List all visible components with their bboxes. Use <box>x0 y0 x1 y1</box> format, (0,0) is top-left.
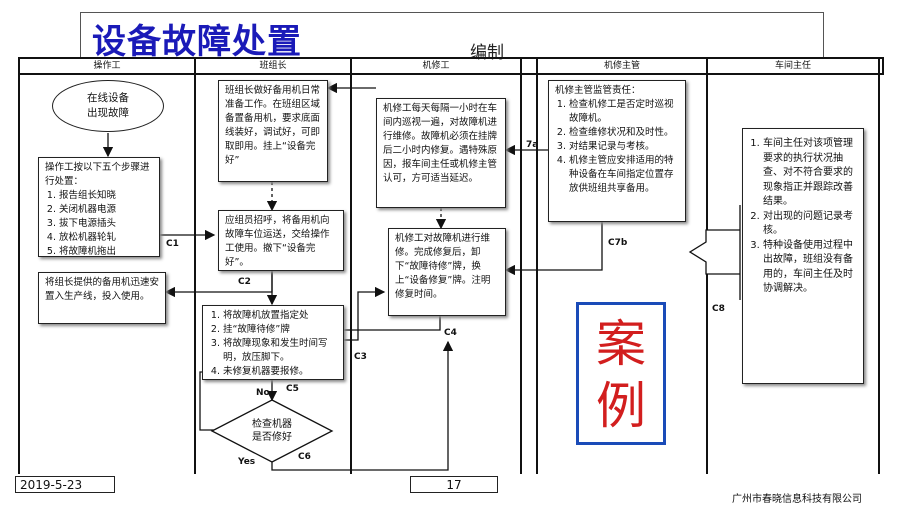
connector-label-c5: C5 <box>286 384 299 394</box>
operator-steps-heading: 操作工按以下五个步骤进行处置： <box>45 162 150 187</box>
operator-steps-box: 操作工按以下五个步骤进行处置： 报告组长知晓 关闭机器电源 拔下电源插头 放松机… <box>38 157 160 257</box>
list-item: 挂“故障待修”牌 <box>223 323 337 337</box>
lane-divider <box>350 57 352 474</box>
connector-label-c7b: C7b <box>608 238 628 248</box>
decision-yes-label: Yes <box>238 457 256 467</box>
leader-steps-box: 将故障机放置指定处 挂“故障待修”牌 将故障现象和发生时间写明，放压脚下。 未修… <box>202 305 344 380</box>
lane-divider <box>520 57 522 474</box>
list-item: 将故障机拖出 <box>59 245 153 259</box>
list-item: 拔下电源插头 <box>59 217 153 231</box>
lane-border-left <box>18 57 20 474</box>
lane-title-director: 车间主任 <box>774 61 811 71</box>
list-item: 检查机修工是否定时巡视故障机。 <box>569 98 679 126</box>
footer-date: 2019-5-23 <box>15 476 115 493</box>
list-item: 机修主管应安排适用的特种设备在车间指定位置存放供班组共享备用。 <box>569 154 679 196</box>
decision-label: 检查机器 是否修好 <box>252 419 292 443</box>
operator-install-box: 将组长提供的备用机迅速安置入生产线，投入使用。 <box>38 272 166 324</box>
supervisor-box: 机修主管监管责任： 检查机修工是否定时巡视故障机。 检查维修状况和及时性。 对结… <box>548 80 686 222</box>
list-item: 对出现的问题记录考核。 <box>763 210 857 239</box>
list-item: 车间主任对该项管理要求的执行状况抽查、对不符合要求的现象指正并跟踪改善结果。 <box>763 137 857 210</box>
connector-label-c6: C6 <box>298 452 311 462</box>
footer-page-number: 17 <box>410 476 498 493</box>
leader-recruit-box: 应组员招呼，将备用机向故障车位运送，交给操作工使用。撤下“设备完好”。 <box>218 210 344 271</box>
director-list: 车间主任对该项管理要求的执行状况抽查、对不符合要求的现象指正并跟踪改善结果。 对… <box>749 137 857 297</box>
list-item: 将故障现象和发生时间写明，放压脚下。 <box>223 337 337 365</box>
lane-title-mechanic: 机修工 <box>422 61 450 71</box>
leader-steps-list: 将故障机放置指定处 挂“故障待修”牌 将故障现象和发生时间写明，放压脚下。 未修… <box>209 309 337 379</box>
footer-company: 广州市春晓信息科技有限公司 <box>732 494 862 505</box>
connector-label-c2: C2 <box>238 277 251 287</box>
lane-divider <box>536 57 538 474</box>
director-box: 车间主任对该项管理要求的执行状况抽查、对不符合要求的现象指正并跟踪改善结果。 对… <box>742 128 864 384</box>
lane-title-operator: 操作工 <box>93 61 121 71</box>
lane-title-leader: 班组长 <box>259 61 287 71</box>
list-item: 特种设备使用过程中出故障，班组没有备用的，车间主任及时协调解决。 <box>763 239 857 297</box>
leader-prepare-box: 班组长做好备用机日常准备工作。在班组区域备置备用机，要求底面线装好，调试好，可即… <box>218 80 328 182</box>
page-title: 设备故障处置 <box>92 22 302 62</box>
supervisor-heading: 机修主管监管责任： <box>555 85 641 96</box>
list-item: 放松机器轮轧 <box>59 231 153 245</box>
list-item: 检查维修状况和及时性。 <box>569 126 679 140</box>
case-stamp: 案 例 <box>576 302 666 445</box>
list-item: 未修复机器要报修。 <box>223 365 337 379</box>
mechanic-repair-box: 机修工对故障机进行维修。完成修复后，卸下“故障待修”牌，换上“设备修复”牌。注明… <box>388 228 506 316</box>
supervisor-list: 检查机修工是否定时巡视故障机。 检查维修状况和及时性。 对结果记录与考核。 机修… <box>555 98 679 196</box>
connector-label-c8: C8 <box>712 304 725 314</box>
lane-divider <box>194 57 196 474</box>
decision-no-label: No <box>256 388 270 398</box>
mechanic-patrol-box: 机修工每天每隔一小时在车间内巡视一遍，对故障机进行维修。故障机必须在挂牌后二小时… <box>376 98 506 208</box>
list-item: 关闭机器电源 <box>59 203 153 217</box>
start-node: 在线设备 出现故障 <box>52 80 164 132</box>
list-item: 将故障机放置指定处 <box>223 309 337 323</box>
operator-steps-list: 报告组长知晓 关闭机器电源 拔下电源插头 放松机器轮轧 将故障机拖出 <box>45 189 153 259</box>
list-item: 报告组长知晓 <box>59 189 153 203</box>
lane-border-right <box>878 57 880 474</box>
lane-title-supervisor: 机修主管 <box>603 61 640 71</box>
connector-label-c4: C4 <box>444 328 457 338</box>
list-item: 对结果记录与考核。 <box>569 140 679 154</box>
connector-label-7a: 7a <box>526 140 539 150</box>
connector-label-c3: C3 <box>354 352 367 362</box>
connector-label-c1: C1 <box>166 239 179 249</box>
